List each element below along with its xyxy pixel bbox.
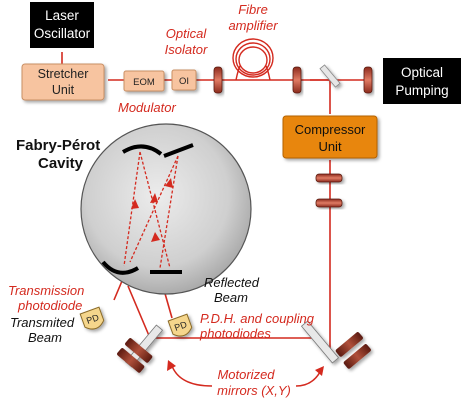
fibre-coil bbox=[232, 38, 274, 81]
eom-box: EOM bbox=[123, 70, 165, 92]
motorized-label-2: mirrors (X,Y) bbox=[217, 383, 291, 398]
stretcher-label-2: Unit bbox=[52, 83, 75, 97]
optical-pumping-box: Optical Pumping bbox=[383, 58, 461, 104]
laser-oscillator-box: Laser Oscillator bbox=[30, 2, 94, 48]
fabry-perot-cavity bbox=[80, 123, 252, 295]
lens-after-compressor-2 bbox=[315, 198, 343, 208]
motorized-mirror-right bbox=[300, 320, 371, 369]
lens-after-oi bbox=[213, 66, 223, 94]
pdh-label-2: photodiodes bbox=[199, 326, 271, 341]
lens-after-amplifier bbox=[292, 66, 302, 94]
pumping-label-2: Pumping bbox=[395, 83, 448, 98]
pd-transmission: PD bbox=[79, 306, 105, 330]
pumping-label-1: Optical bbox=[401, 65, 443, 80]
reflected-beam-label-1: Reflected bbox=[204, 275, 260, 290]
laser-label-2: Oscillator bbox=[34, 26, 91, 41]
beam-arrows bbox=[131, 178, 173, 242]
cavity-internal-beams bbox=[123, 151, 179, 269]
eom-label: EOM bbox=[133, 77, 155, 88]
lens-before-pumping bbox=[363, 66, 373, 94]
compressor-label-1: Compressor bbox=[295, 122, 366, 137]
transmission-photodiode-label-1: Transmission bbox=[8, 283, 84, 298]
cavity-flat-mirror-top bbox=[163, 143, 194, 158]
motorized-label-1: Motorized bbox=[217, 367, 275, 382]
stretcher-unit-box: Stretcher Unit bbox=[21, 63, 105, 101]
motorized-mirror-left bbox=[117, 324, 164, 373]
pd-pdh: PD bbox=[167, 313, 193, 337]
cavity-label-1: Fabry-Pérot bbox=[16, 137, 100, 154]
pd-label-pdh: PD bbox=[173, 319, 189, 333]
oi-label: OI bbox=[179, 76, 189, 87]
optical-isolator-label-1: Optical bbox=[166, 26, 208, 41]
cavity-curved-mirror-bottom bbox=[101, 260, 140, 275]
optical-isolator-label-2: Isolator bbox=[165, 42, 208, 57]
pdh-label-1: P.D.H. and coupling bbox=[200, 311, 315, 326]
stretcher-label-1: Stretcher bbox=[38, 67, 89, 81]
modulator-label: Modulator bbox=[118, 100, 176, 115]
motorized-arrows bbox=[171, 365, 321, 387]
transmited-beam-label-1: Transmited bbox=[10, 315, 75, 330]
dichroic-mirror bbox=[319, 64, 341, 88]
fibre-amplifier-label-2: amplifier bbox=[228, 18, 278, 33]
laser-label-1: Laser bbox=[45, 8, 79, 23]
motorized-arrowheads bbox=[167, 360, 324, 376]
transmission-photodiode-label-2: photodiode bbox=[17, 298, 82, 313]
pd-label-transmission: PD bbox=[85, 312, 101, 326]
cavity-label-2: Cavity bbox=[38, 155, 84, 172]
compressor-unit-box: Compressor Unit bbox=[282, 115, 378, 159]
oi-box: OI bbox=[171, 69, 197, 91]
transmited-beam-label-2: Beam bbox=[28, 330, 62, 345]
cavity-curved-mirror-top bbox=[121, 144, 163, 156]
fibre-amplifier-label-1: Fibre bbox=[238, 2, 268, 17]
lens-after-compressor-1 bbox=[315, 173, 343, 183]
compressor-label-2: Unit bbox=[318, 139, 342, 154]
reflected-beam-label-2: Beam bbox=[214, 290, 248, 305]
